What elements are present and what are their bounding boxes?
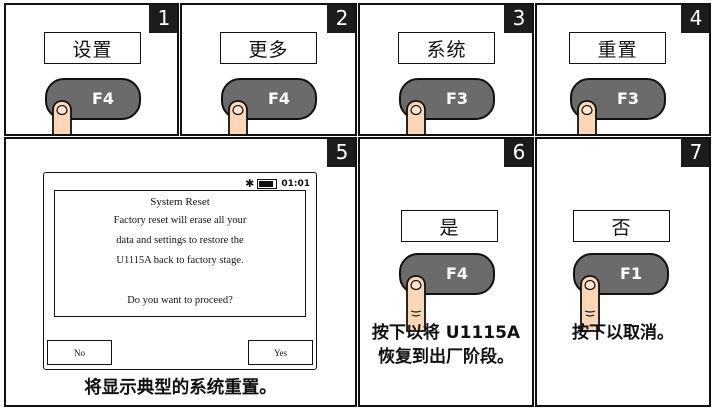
cancel-label-box: 否: [573, 210, 670, 242]
battery-icon: [257, 178, 278, 189]
menu-label-box: 更多: [220, 32, 317, 64]
step-6-caption-line-2: 恢复到出厂阶段。: [378, 347, 514, 367]
step-6-caption-line-1: 按下以将 U1115A: [371, 323, 521, 343]
dialog-title: System Reset: [150, 196, 210, 208]
key-press-icon: F1: [573, 253, 669, 332]
menu-label-box: 重置: [569, 32, 666, 64]
step-6-panel: 6 是 F4 按下以将 U1115A 恢复到出厂阶段。: [358, 137, 534, 407]
step-7-caption: 按下以取消。: [572, 323, 674, 343]
step-3-panel: 3 系统 F3: [358, 3, 534, 136]
step-number: 4: [681, 5, 709, 33]
step-number: 3: [504, 5, 532, 33]
step-2-panel: 2 更多 F4: [180, 3, 357, 136]
key-press-icon: F4: [399, 253, 495, 332]
key-press-icon: F3: [570, 78, 666, 134]
softkey-no[interactable]: No: [47, 340, 112, 365]
confirm-label-box: 是: [401, 210, 498, 242]
menu-label-box: 设置: [44, 32, 141, 64]
step-number: 1: [149, 5, 177, 33]
step-number: 6: [504, 139, 532, 167]
clock-time: 01:01: [281, 178, 310, 189]
status-bar: ✱ 01:01: [245, 177, 310, 190]
step-4-panel: 4 重置 F3: [535, 3, 711, 136]
dialog-text-line: U1115A back to factory stage.: [116, 255, 244, 266]
key-press-icon: F4: [45, 78, 141, 134]
key-label: F3: [446, 89, 468, 108]
key-label: F1: [620, 264, 642, 283]
key-press-icon: F3: [399, 78, 495, 134]
key-label: F4: [268, 89, 290, 108]
step-number: 7: [681, 139, 709, 167]
step-1-panel: 1 设置 F4: [4, 3, 179, 136]
device-screen: ✱ 01:01 System Reset Factory reset will …: [43, 172, 317, 370]
system-reset-dialog: System Reset Factory reset will erase al…: [54, 190, 306, 317]
step-number: 2: [327, 5, 355, 33]
step-5-caption: 将显示典型的系统重置。: [84, 378, 277, 398]
dialog-question: Do you want to proceed?: [127, 295, 233, 306]
key-label: F3: [617, 89, 639, 108]
key-press-icon: F4: [221, 78, 317, 134]
step-5-panel: 5 ✱ 01:01 System Reset Factory reset wil…: [4, 137, 357, 407]
bluetooth-icon: ✱: [245, 177, 255, 190]
dialog-text-line: data and settings to restore the: [116, 235, 244, 246]
key-label: F4: [92, 89, 114, 108]
menu-label-box: 系统: [398, 32, 495, 64]
key-label: F4: [446, 264, 468, 283]
step-7-panel: 7 否 F1 按下以取消。: [535, 137, 711, 407]
dialog-text-line: Factory reset will erase all your: [113, 215, 247, 226]
step-number: 5: [327, 139, 355, 167]
softkey-yes[interactable]: Yes: [248, 340, 313, 365]
